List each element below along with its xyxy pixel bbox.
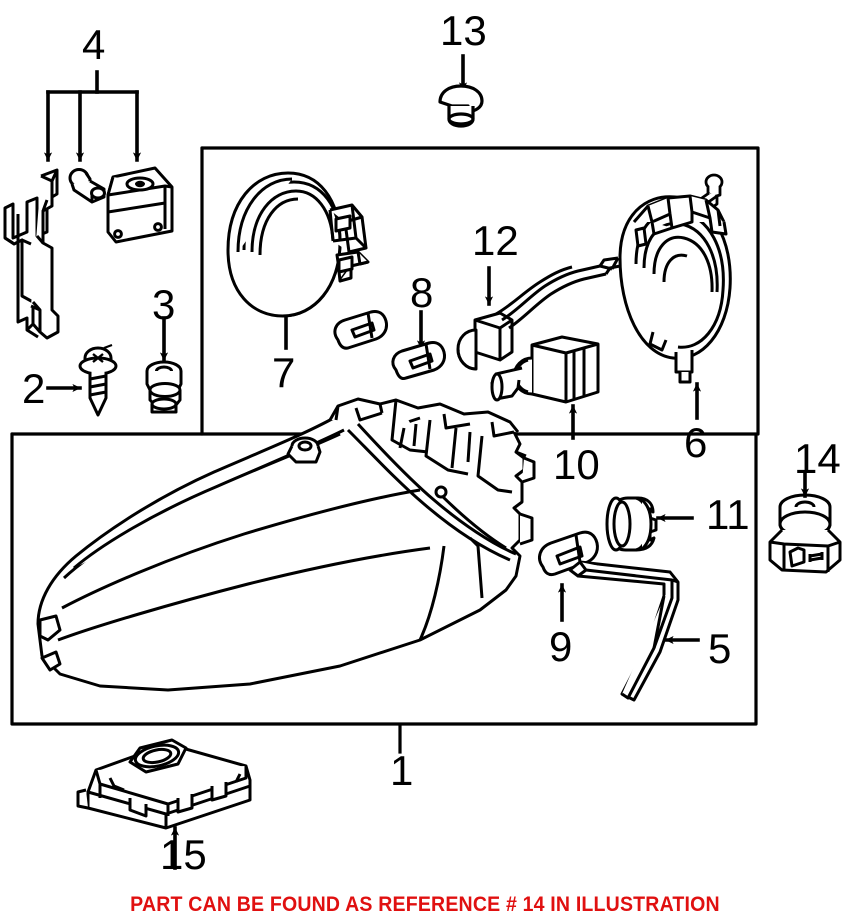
callout-label-3: 3 — [152, 281, 176, 328]
part-bracket-tab — [106, 166, 174, 244]
part-bulb-socket-cap — [605, 496, 658, 552]
callout-label-11: 11 — [706, 491, 750, 538]
part-wedge-bulb — [538, 530, 599, 577]
callout-label-5: 5 — [708, 625, 732, 672]
callout-label-13: 13 — [440, 7, 487, 54]
part-rubber-grommet — [145, 360, 183, 414]
part-headlight-assembly — [36, 397, 536, 692]
part-wedge-bulb-mid — [333, 310, 388, 350]
callout-label-12: 12 — [472, 217, 519, 264]
callout-label-14: 14 — [794, 435, 841, 482]
part-mounting-bracket — [3, 168, 60, 340]
part-bracket-bolt — [68, 168, 106, 204]
callout-label-15: 15 — [160, 831, 207, 878]
part-igniter-module — [490, 335, 600, 404]
part-hid-ballast — [76, 738, 252, 830]
part-mounting-screw — [78, 343, 118, 417]
callout-label-8: 8 — [410, 269, 434, 316]
part-projector-bezel-left — [226, 171, 370, 318]
callout-label-10: 10 — [553, 441, 600, 488]
part-projector-bezel-right — [618, 194, 732, 384]
callout-label-2: 2 — [22, 365, 46, 412]
callout-label-1: 1 — [390, 747, 414, 794]
callout-label-6: 6 — [684, 419, 708, 466]
part-wedge-bulb-small — [391, 341, 446, 380]
callout-label-9: 9 — [549, 623, 573, 670]
callout-label-7: 7 — [272, 349, 296, 396]
reference-caption: PART CAN BE FOUND AS REFERENCE # 14 IN I… — [130, 893, 720, 916]
callout-label-4: 4 — [82, 21, 106, 68]
leader-14 — [800, 470, 810, 498]
part-hid-bulb-harness — [456, 256, 621, 371]
leader-4 — [43, 70, 142, 162]
part-leveling-motor — [768, 493, 842, 574]
part-retaining-clip — [438, 84, 484, 128]
part-retaining-spring — [568, 560, 680, 702]
